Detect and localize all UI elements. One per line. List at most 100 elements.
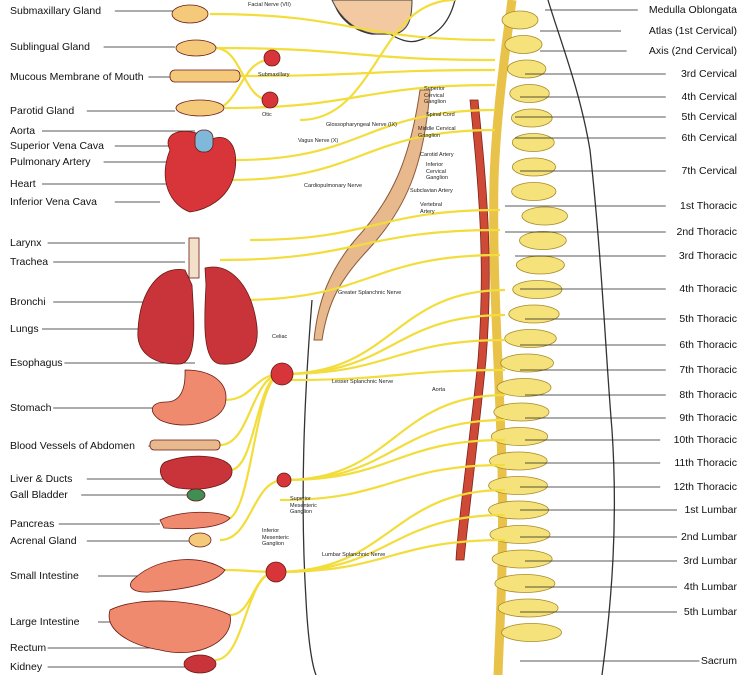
- superior-cervical-label: Superior Cervical Ganglion: [424, 86, 447, 105]
- submaxillary-gland: [171, 4, 209, 24]
- nerve-fiber: [219, 478, 285, 542]
- vertebra: [501, 10, 539, 30]
- organ-label: Blood Vessels of Abdomen: [10, 440, 135, 452]
- organ-label: Small Intestine: [10, 570, 79, 582]
- large-intestine: [108, 600, 231, 654]
- inferior-mesenteric-label: Inferior Mesenteric Ganglion: [262, 528, 289, 547]
- vertebra: [508, 304, 560, 324]
- vertebra-label: Medulla Oblongata: [648, 4, 737, 16]
- vertebra-label: 6th Thoracic: [679, 339, 737, 351]
- organ-label: Inferior Vena Cava: [10, 196, 97, 208]
- vertebra-label: 10th Thoracic: [673, 434, 737, 446]
- vertebra: [507, 59, 547, 79]
- submaxillary-label: Submaxillary: [258, 72, 290, 78]
- vertebra: [491, 549, 553, 569]
- vertebra-label: 6th Cervical: [681, 132, 737, 144]
- vertebra: [519, 231, 567, 250]
- vertebra-label: 4th Lumbar: [683, 581, 737, 593]
- vertebra: [497, 598, 559, 618]
- vertebra: [511, 133, 555, 152]
- spinal-cord-label: Spinal Cord: [426, 112, 455, 118]
- nerve-fiber: [289, 368, 506, 382]
- organ-label: Lungs: [10, 323, 39, 335]
- vertebra: [496, 378, 552, 397]
- stomach: [152, 369, 227, 426]
- lumbar-splanchnic-label: Lumbar Splanchnic Nerve: [322, 552, 386, 558]
- organ-label: Liver & Ducts: [10, 473, 73, 485]
- vertebra-label: Axis (2nd Cervical): [648, 45, 737, 57]
- organ-label: Sublingual Gland: [10, 41, 90, 53]
- vertebra: [509, 84, 550, 103]
- organ-label: Gall Bladder: [10, 489, 68, 501]
- vertebra-label: 9th Thoracic: [679, 412, 737, 424]
- vertebra-label: 4th Thoracic: [679, 283, 737, 295]
- vertebra: [494, 574, 556, 593]
- nerve-fiber: [234, 108, 496, 162]
- kidney: [183, 654, 217, 674]
- vertebra-label: 1st Thoracic: [680, 200, 737, 212]
- left-lung: [137, 268, 195, 365]
- nerve-fiber: [249, 208, 501, 242]
- vertebra-label: Sacrum: [700, 655, 737, 667]
- vertebra-label: 5th Cervical: [681, 111, 737, 123]
- nerve-fiber: [279, 463, 506, 502]
- liver: [160, 455, 233, 490]
- nerve-fiber: [219, 372, 283, 447]
- organ-label: Larynx: [10, 237, 42, 249]
- vertebra-label: 7th Cervical: [681, 165, 737, 177]
- inferior-cervical-label: Inferior Cervical Ganglion: [426, 162, 449, 181]
- adrenal-gland: [188, 532, 212, 548]
- vertebra: [500, 353, 554, 373]
- vertebra: [515, 255, 565, 275]
- gall-bladder: [186, 488, 206, 502]
- vertebra-label: Atlas (1st Cervical): [648, 25, 737, 37]
- nerve-fiber: [224, 372, 283, 522]
- vertebra-label: 3rd Thoracic: [678, 250, 737, 262]
- organ-label: Pancreas: [10, 518, 55, 530]
- vertebra: [512, 280, 563, 299]
- organ-label: Large Intestine: [10, 616, 80, 628]
- aorta-arch: [194, 129, 214, 153]
- body-outline: [302, 0, 616, 675]
- vertebra-label: 3rd Lumbar: [683, 555, 737, 567]
- nerve-fiber: [281, 288, 506, 376]
- vertebra-label: 11th Thoracic: [674, 457, 737, 469]
- organs: [108, 4, 294, 674]
- middle-cervical-label: Middle Cervical Ganglion: [418, 126, 456, 139]
- vertebra: [511, 182, 557, 201]
- vertebra-label: 7th Thoracic: [679, 364, 737, 376]
- organ-label: Rectum: [10, 642, 47, 654]
- nerve-fiber: [275, 538, 506, 574]
- nerve-fiber: [275, 488, 506, 574]
- vertebra: [488, 476, 548, 495]
- aorta-inner-label: Aorta: [432, 387, 446, 393]
- vertebra-label: 8th Thoracic: [679, 389, 737, 401]
- organ-label: Submaxillary Gland: [10, 5, 102, 17]
- vertebra-label: 5th Lumbar: [683, 606, 737, 618]
- vertebra-label: 4th Cervical: [681, 91, 737, 103]
- nerve-fiber: [229, 128, 496, 182]
- nerve-fiber: [281, 338, 506, 376]
- mouth-membrane: [169, 69, 241, 83]
- right-lung: [204, 266, 258, 365]
- organ-label: Stomach: [10, 402, 52, 414]
- vertebra: [504, 35, 543, 54]
- parotid-gland: [175, 99, 225, 117]
- superior-mesenteric-ganglion: [276, 472, 292, 488]
- vertebra-label: 12th Thoracic: [673, 481, 737, 493]
- nerve-fiber: [214, 46, 496, 62]
- organ-label: Acrenal Gland: [10, 535, 77, 547]
- vertebra: [504, 329, 557, 348]
- vertebral-label: Vertebral Artery: [420, 202, 443, 215]
- small-intestine: [130, 559, 226, 593]
- otic-ganglion: [261, 91, 279, 109]
- aorta-vessel: [455, 99, 490, 561]
- vertebra: [501, 623, 562, 642]
- vertebra-label: 2nd Lumbar: [680, 531, 737, 543]
- vertebra: [521, 206, 568, 226]
- facial-nerve-label: Facial Nerve (VII): [248, 2, 291, 8]
- lesser-splanchnic-label: Lesser Splanchnic Nerve: [332, 379, 394, 385]
- organ-label: Bronchi: [10, 296, 46, 308]
- organ-label: Kidney: [10, 661, 43, 673]
